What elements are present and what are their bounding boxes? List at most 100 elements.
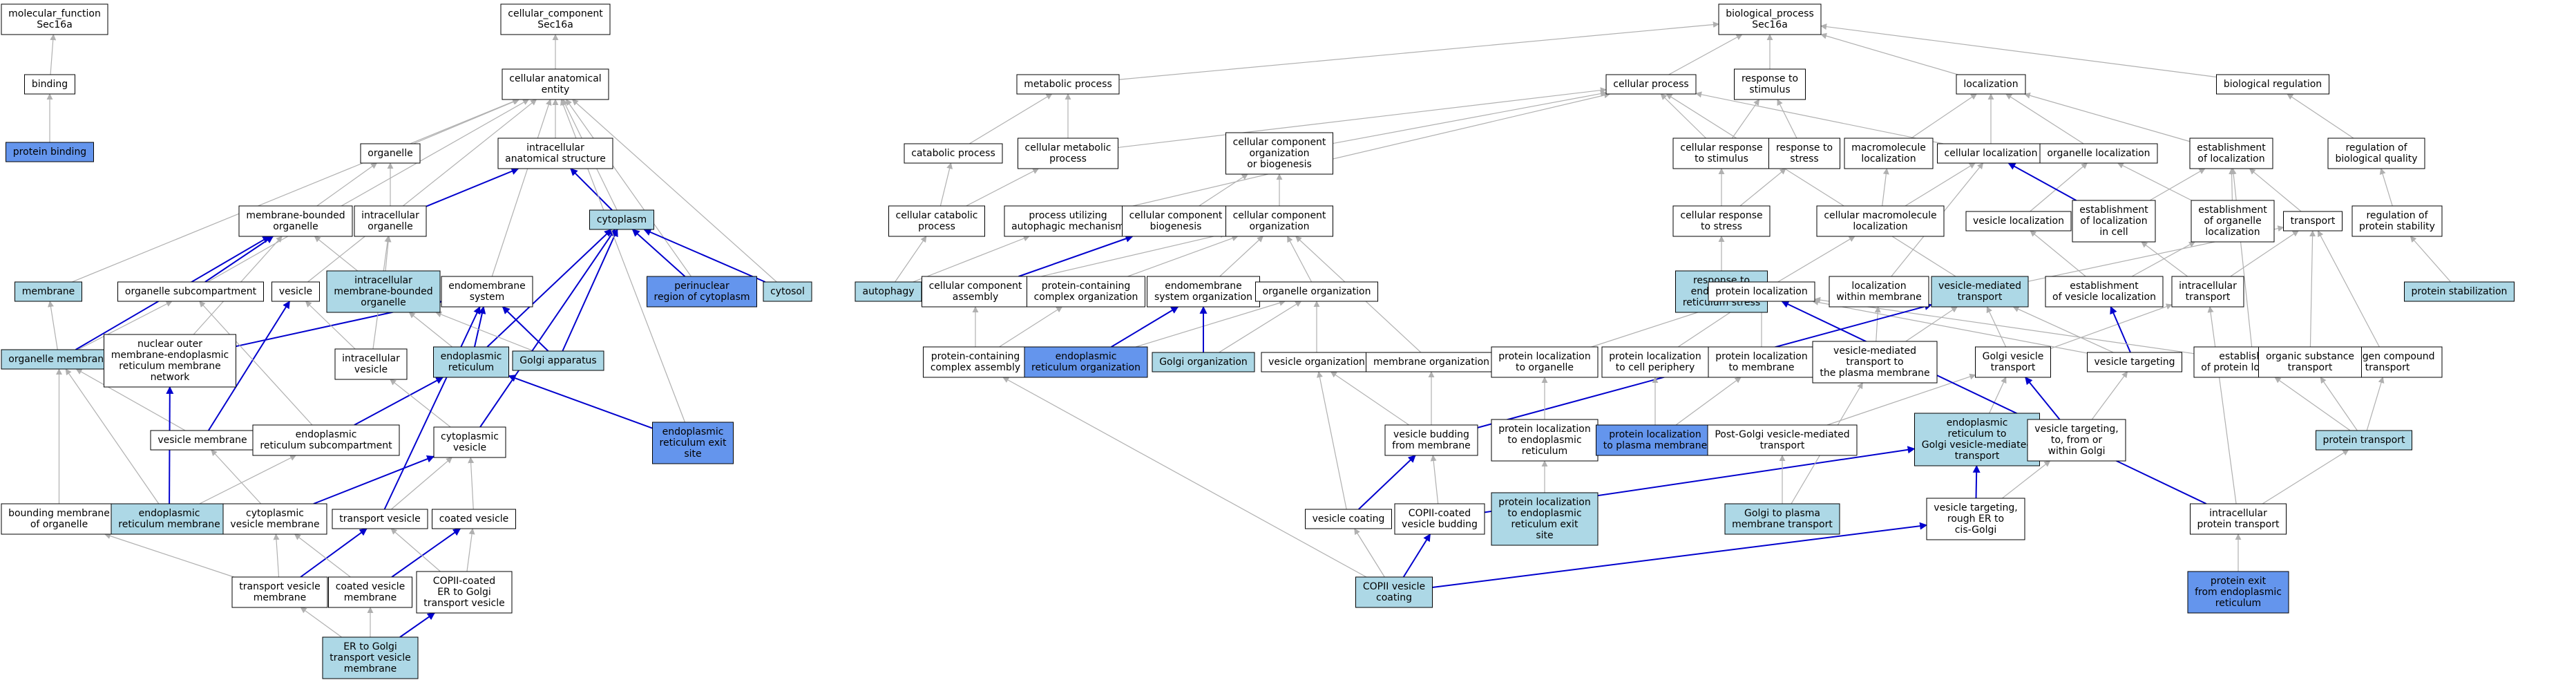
edge-ersub-to-er — [354, 377, 444, 426]
node-box-vmem — [150, 430, 255, 451]
node-box-mbo — [238, 205, 353, 237]
node-label: rough ER to — [1947, 513, 2004, 525]
node-label: biological quality — [2335, 153, 2417, 164]
node-label: region of cytoplasm — [654, 292, 750, 303]
edge-pl_pm-to-pl_mem — [1675, 377, 1742, 426]
node-box-protstab — [2404, 281, 2515, 302]
node-label: vesicle budding — [1393, 429, 1469, 440]
edge-endomem-to-cae — [491, 99, 552, 277]
node-label: protein transport — [2323, 435, 2405, 446]
edge-vt_golgi-to-vtarget — [2091, 371, 2128, 420]
node-label: protein localization — [1498, 424, 1590, 435]
node-box-binding — [24, 74, 75, 95]
node-label: autophagic mechanism — [1011, 221, 1125, 232]
edge-tvm-to-bmo — [104, 533, 234, 578]
edge-cytosol-to-cae — [571, 99, 777, 283]
node-label: transport vesicle — [239, 581, 320, 592]
node-label: endoplasmic — [139, 508, 200, 519]
node-label: or biogenesis — [1247, 159, 1312, 170]
node-label: organelle — [368, 148, 412, 159]
node-label: protein transport — [2197, 519, 2280, 530]
edge-cytves-to-cytoplasm — [479, 229, 616, 428]
edge-eopl-to-protloc — [1814, 296, 2195, 355]
node-box-lwm — [1829, 276, 1929, 308]
node-box-organelle — [360, 143, 421, 164]
node-label: from endoplasmic — [2195, 587, 2282, 598]
node-box-elc — [2072, 200, 2156, 243]
edge-cvmem-to-cv — [391, 528, 461, 578]
node-label: protein localization — [1498, 497, 1590, 508]
node-label: transport — [2288, 362, 2333, 373]
node-label: localization — [1861, 153, 1916, 164]
node-box-ias — [497, 138, 613, 169]
edge-cvm-to-cytves — [313, 455, 435, 504]
node-label: transport to — [1846, 357, 1903, 368]
node-label: reticulum membrane — [119, 361, 220, 372]
edge-pcca-to-pcco — [999, 306, 1063, 348]
node-box-tvm — [231, 576, 328, 608]
node-golgiorg: Golgi organization — [1152, 352, 1255, 372]
edge-ertogolgi-to-tvm — [300, 607, 342, 638]
edge-orgmem-to-osc — [77, 301, 173, 350]
node-label: to endoplasmic — [1507, 508, 1581, 519]
node-box-bioreg — [2216, 74, 2329, 95]
node-label: to plasma membrane — [1603, 440, 1707, 451]
edge-elc-to-estloc — [2149, 168, 2206, 201]
edge-er-to-cytoplasm — [486, 229, 612, 348]
edge-rtstress-to-rts — [1777, 99, 1797, 139]
node-box-copii_bud — [1394, 503, 1485, 535]
node-label: Golgi to plasma — [1744, 508, 1820, 519]
node-cytoplasm: cytoplasm — [589, 209, 654, 230]
node-box-imbo — [326, 270, 441, 313]
node-label: reticulum organization — [1031, 362, 1141, 373]
edge-ost-to-transport — [2309, 230, 2316, 348]
node-box-membrane — [15, 281, 82, 302]
node-label: vesicle budding — [1402, 519, 1478, 530]
node-box-vt_rough — [1926, 498, 2025, 540]
edge-tvm-to-tv — [300, 528, 368, 578]
node-label: reticulum to — [1948, 428, 2007, 440]
node-label: protein localization — [1609, 429, 1701, 440]
node-label: of localization — [2197, 153, 2264, 164]
edge-er_golgi-to-gvt — [1989, 377, 2007, 414]
edge-tv-to-cytves — [391, 457, 452, 510]
node-label: network — [151, 372, 191, 383]
node-label: process — [918, 221, 955, 232]
node-label: localization — [1853, 221, 1907, 232]
node-box-gpmt — [1724, 503, 1840, 535]
edge-vmtpm-to-lwm — [1874, 306, 1881, 342]
edge-copii_er-to-cv — [466, 528, 475, 572]
node-box-metab — [1016, 74, 1120, 95]
edge-ipt-to-itrans — [2207, 306, 2237, 504]
node-box-cca — [922, 276, 1029, 308]
node-box-cytosol — [763, 281, 812, 302]
edge-ermem-to-ersub — [199, 455, 296, 504]
node-label: the plasma membrane — [1820, 368, 1929, 379]
edge-cellproc-to-bp — [1668, 34, 1743, 75]
edge-evl-to-vesloc — [2030, 230, 2086, 277]
node-label: reticulum subcompartment — [260, 440, 392, 451]
node-orgorg: organelle organization — [1255, 281, 1378, 302]
node-box-rtstress — [1768, 138, 1840, 169]
node-box-eso — [1147, 276, 1260, 308]
node-label: COPII-coated — [433, 576, 495, 587]
node-box-cmacloc — [1816, 205, 1945, 237]
node-label: vesicle localization — [1973, 216, 2064, 227]
node-label: membrane — [254, 592, 307, 603]
node-label: in cell — [2099, 227, 2128, 238]
node-organelle: organelle — [360, 143, 421, 164]
node-box-cvmem — [328, 576, 412, 608]
